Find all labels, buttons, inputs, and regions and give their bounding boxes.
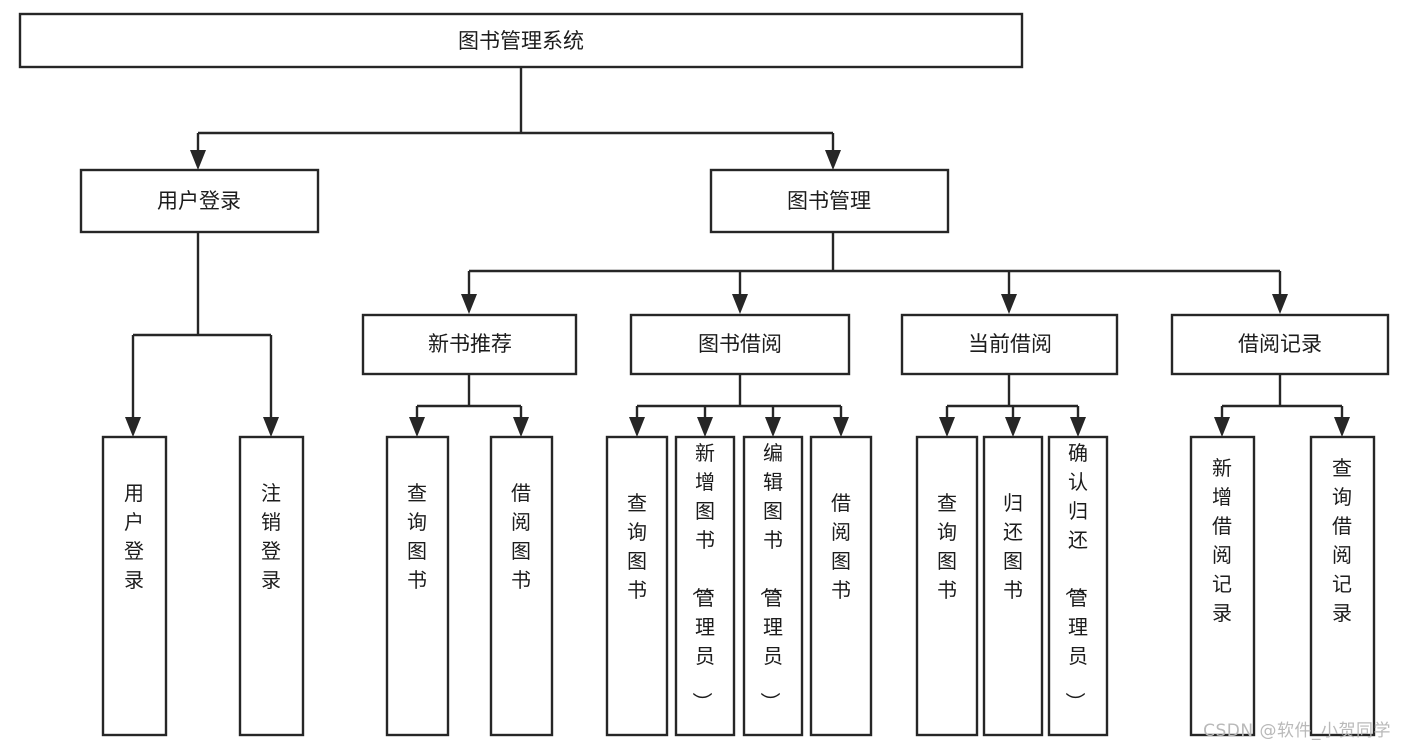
node-leaf-user-logout-box[interactable] [238, 435, 305, 737]
arrowhead-leaf-query-book-1 [409, 417, 425, 437]
node-leaf-query-book-2-box[interactable] [605, 435, 669, 737]
node-leaf-add-book-label: 新增图书（管理员） [690, 441, 715, 712]
arrowhead-book-manage [825, 150, 841, 170]
node-leaf-query-record-label: 查询借阅记录 [1332, 456, 1352, 625]
csdn-watermark: CSDN @软件_小贺同学 [1203, 721, 1391, 741]
edges-new-book-recommend-to-leaves [409, 374, 529, 437]
node-leaf-user-login[interactable]: 用户登录 [101, 435, 168, 737]
node-leaf-user-logout[interactable]: 注销登录 [238, 435, 305, 737]
node-leaf-add-book[interactable]: 新增图书（管理员） [674, 435, 736, 737]
node-leaf-query-book-2-label: 查询图书 [627, 491, 647, 602]
arrowhead-leaf-query-book-3 [939, 417, 955, 437]
arrowhead-leaf-borrow-book-1 [513, 417, 529, 437]
node-leaf-user-logout-label: 注销登录 [261, 481, 281, 592]
node-root-box[interactable] [18, 12, 1024, 69]
node-leaf-borrow-book-1-box[interactable] [489, 435, 554, 737]
arrowhead-leaf-user-login [125, 417, 141, 437]
node-book-borrow-label: 图书借阅 [698, 332, 782, 356]
arrowhead-book-borrow [732, 294, 748, 314]
node-leaf-borrow-book-2-label: 借阅图书 [831, 491, 851, 602]
node-leaf-return-book[interactable]: 归还图书 [982, 435, 1044, 737]
node-leaf-query-book-1-box[interactable] [385, 435, 450, 737]
node-leaf-query-record-box[interactable] [1309, 435, 1376, 737]
node-book-borrow[interactable]: 图书借阅 [629, 313, 851, 376]
node-leaf-user-login-box[interactable] [101, 435, 168, 737]
arrowhead-borrow-record [1272, 294, 1288, 314]
node-book-borrow-box[interactable] [629, 313, 851, 376]
arrowhead-user-login [190, 150, 206, 170]
arrowhead-current-borrow [1001, 294, 1017, 314]
node-book-manage[interactable]: 图书管理 [709, 168, 950, 234]
node-leaf-query-book-1[interactable]: 查询图书 [385, 435, 450, 737]
node-book-manage-label: 图书管理 [787, 189, 871, 213]
arrowhead-leaf-edit-book [765, 417, 781, 437]
node-root-label: 图书管理系统 [458, 29, 584, 53]
node-book-manage-box[interactable] [709, 168, 950, 234]
node-leaf-edit-book[interactable]: 编辑图书（管理员） [742, 435, 804, 737]
node-leaf-borrow-book-2-box[interactable] [809, 435, 873, 737]
node-leaf-query-book-3-box[interactable] [915, 435, 979, 737]
node-root[interactable]: 图书管理系统 [18, 12, 1024, 69]
node-leaf-user-login-label: 用户登录 [124, 481, 144, 592]
node-leaf-query-book-3-label: 查询图书 [937, 491, 957, 602]
node-leaf-add-record-box[interactable] [1189, 435, 1256, 737]
node-leaf-add-record-label: 新增借阅记录 [1212, 456, 1232, 625]
edges-book-manage-to-level2 [461, 232, 1288, 314]
edges-user-login-to-leaves [125, 232, 279, 437]
node-new-book-recommend-label: 新书推荐 [428, 332, 512, 356]
arrowhead-leaf-add-record [1214, 417, 1230, 437]
node-leaf-confirm-return-box[interactable] [1047, 435, 1109, 737]
node-leaf-query-record[interactable]: 查询借阅记录 [1309, 435, 1376, 737]
node-leaf-query-book-1-label: 查询图书 [407, 481, 427, 592]
node-leaf-borrow-book-2[interactable]: 借阅图书 [809, 435, 873, 737]
node-leaf-add-record[interactable]: 新增借阅记录 [1189, 435, 1256, 737]
edges-book-borrow-to-leaves [629, 374, 849, 437]
node-borrow-record-box[interactable] [1170, 313, 1390, 376]
node-borrow-record[interactable]: 借阅记录 [1170, 313, 1390, 376]
node-current-borrow[interactable]: 当前借阅 [900, 313, 1119, 376]
arrowhead-new-book-recommend [461, 294, 477, 314]
arrowhead-leaf-confirm-return [1070, 417, 1086, 437]
edges-root-to-level1 [190, 67, 841, 170]
arrowhead-leaf-return-book [1005, 417, 1021, 437]
node-new-book-recommend[interactable]: 新书推荐 [361, 313, 578, 376]
node-leaf-return-book-label: 归还图书 [1003, 491, 1023, 602]
node-leaf-return-book-box[interactable] [982, 435, 1044, 737]
node-leaf-borrow-book-1[interactable]: 借阅图书 [489, 435, 554, 737]
node-user-login-box[interactable] [79, 168, 320, 234]
node-new-book-recommend-box[interactable] [361, 313, 578, 376]
node-leaf-confirm-return[interactable]: 确认归还（管理员） [1047, 435, 1109, 737]
node-leaf-edit-book-label: 编辑图书（管理员） [758, 441, 783, 712]
arrowhead-leaf-user-logout [263, 417, 279, 437]
edges-borrow-record-to-leaves [1214, 374, 1350, 437]
arrowhead-leaf-query-record [1334, 417, 1350, 437]
node-leaf-borrow-book-1-label: 借阅图书 [511, 481, 531, 592]
node-user-login[interactable]: 用户登录 [79, 168, 320, 234]
node-leaf-query-book-3[interactable]: 查询图书 [915, 435, 979, 737]
node-leaf-confirm-return-label: 确认归还（管理员） [1063, 441, 1088, 712]
node-leaf-add-book-box[interactable] [674, 435, 736, 737]
node-current-borrow-box[interactable] [900, 313, 1119, 376]
node-user-login-label: 用户登录 [157, 189, 241, 213]
node-leaf-edit-book-box[interactable] [742, 435, 804, 737]
arrowhead-leaf-add-book [697, 417, 713, 437]
node-current-borrow-label: 当前借阅 [968, 332, 1052, 356]
edges-current-borrow-to-leaves [939, 374, 1086, 437]
arrowhead-leaf-query-book-2 [629, 417, 645, 437]
node-leaf-query-book-2[interactable]: 查询图书 [605, 435, 669, 737]
node-borrow-record-label: 借阅记录 [1238, 332, 1322, 356]
arrowhead-leaf-borrow-book-2 [833, 417, 849, 437]
